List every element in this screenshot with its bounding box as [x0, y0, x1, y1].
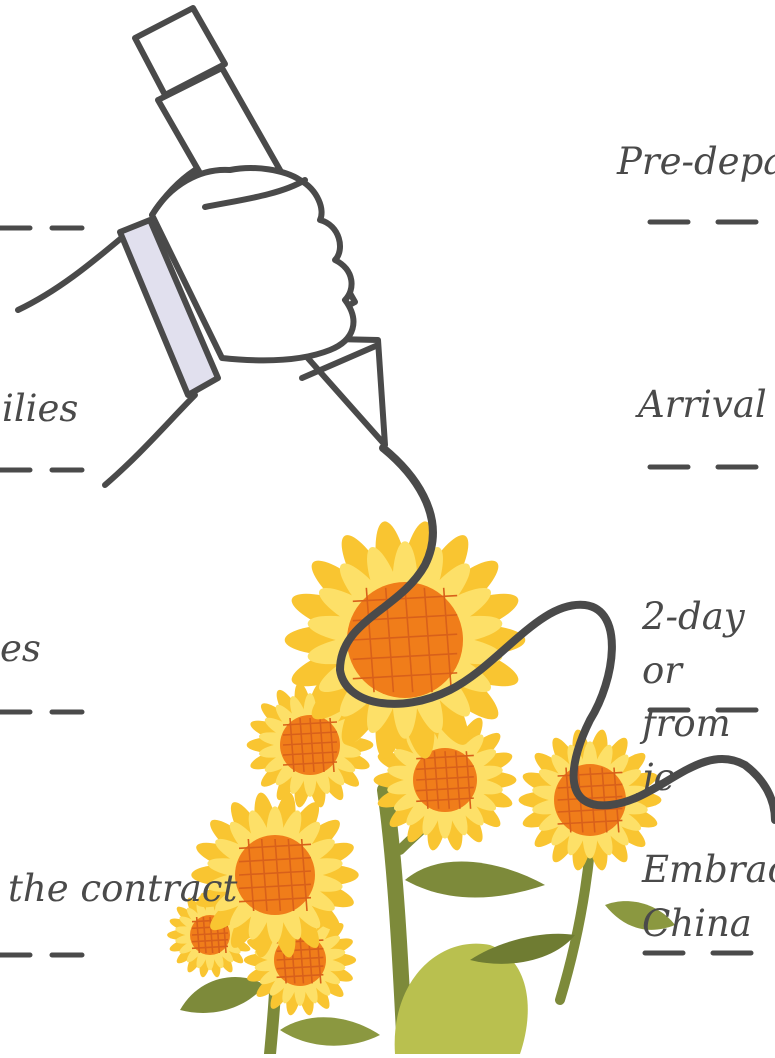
right-stem: [560, 850, 590, 1000]
right-label-orientation: 2-day or from je: [642, 590, 775, 805]
sunflowers: [167, 519, 661, 1017]
leaf-left-bottom: [280, 1017, 380, 1045]
left-label-es: es: [0, 628, 41, 671]
sleeve-upper-edge: [18, 235, 125, 310]
left-dash-lines: [0, 228, 100, 955]
right-label-pre-departure: Pre-depat: [617, 141, 775, 184]
leaf-mid: [405, 861, 545, 897]
sleeve-lower-edge: [105, 395, 195, 485]
left-label-families: ilies: [2, 388, 78, 431]
left-label-contract: the contract: [8, 868, 237, 911]
right-label-arrival: Arrival i: [638, 384, 775, 427]
right-label-embrace-china: Embrace China: [642, 843, 775, 950]
leaf-left-low: [180, 977, 265, 1013]
